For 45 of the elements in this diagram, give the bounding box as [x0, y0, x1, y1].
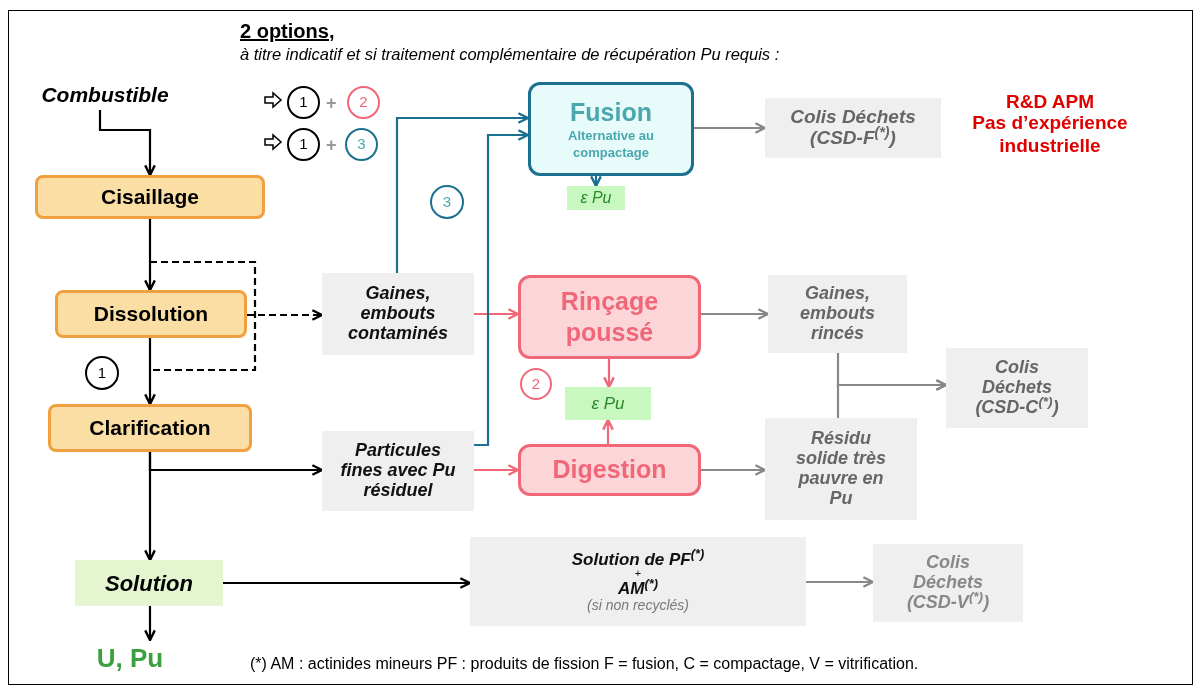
product-box: Solution — [75, 560, 223, 606]
note-text: R&D APM — [1005, 90, 1095, 114]
arrow — [701, 464, 767, 476]
note-text: Pas d’expérience industrielle — [971, 112, 1129, 158]
process-box: Digestion — [518, 444, 701, 496]
subtitle: à titre indicatif et si traitement complémentaire de récupération Pu requis : — [240, 44, 780, 65]
arrow — [694, 122, 767, 134]
footnote: (*) AM : actinides mineurs PF : produits de fission F = fusion, C = compactage, V = vitrification. — [250, 654, 919, 674]
output-label: U, Pu — [70, 640, 190, 676]
process-box: Rinçage poussé — [518, 275, 701, 359]
material-box: Gaines, embouts rincés — [768, 275, 907, 353]
waste-package-box: Colis Déchets (CSD-C$^{(*)}$) — [946, 348, 1088, 428]
arrow — [144, 219, 156, 292]
solution-box: Solution de PF$^{(*)}$ + AM$^{(*)}$ (si non recyclés) — [470, 537, 806, 626]
arrow — [98, 110, 156, 177]
process-box: Cisaillage — [35, 175, 265, 219]
arrow — [602, 418, 614, 444]
arrow — [701, 308, 770, 320]
arrow — [223, 577, 472, 589]
arrow — [474, 129, 530, 447]
arrow — [603, 359, 615, 389]
waste-package-box: Colis Déchets (CSD-F$^{(*)}$) — [765, 98, 941, 158]
input-label: Combustible — [20, 80, 190, 110]
waste-package-box: Colis Déchets (CSD-V$^{(*)}$) — [873, 544, 1023, 622]
output-tag: ε Pu — [567, 186, 625, 210]
title: 2 options, — [240, 19, 335, 44]
material-box: Gaines, embouts contaminés — [322, 273, 474, 355]
arrow — [806, 576, 875, 588]
arrow — [474, 464, 520, 476]
process-box: Dissolution — [55, 290, 247, 338]
process-box: Fusion Alternative au compactage — [528, 82, 694, 176]
arrow — [144, 338, 156, 406]
plus-sign: + — [326, 92, 337, 115]
output-tag: ε Pu — [565, 387, 651, 420]
material-box: Résidu solide très pauvre en Pu — [765, 418, 917, 520]
arrow — [144, 452, 156, 562]
arrow — [144, 606, 156, 642]
arrow — [395, 112, 530, 273]
plus-sign: + — [326, 134, 337, 157]
arrow — [474, 308, 520, 320]
arrow — [590, 175, 602, 188]
process-box: Clarification — [48, 404, 252, 452]
material-box: Particules fines avec Pu résiduel — [322, 431, 474, 511]
arrow — [836, 379, 948, 418]
arrow — [247, 309, 324, 321]
